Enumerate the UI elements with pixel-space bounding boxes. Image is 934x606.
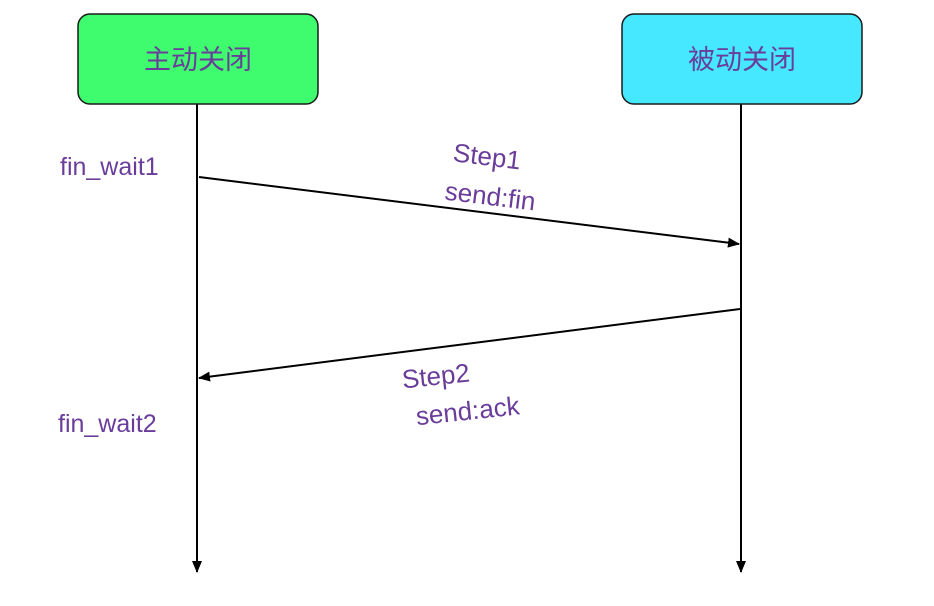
step2-action: send:ack <box>414 390 522 431</box>
step2-arrow <box>198 308 741 382</box>
active-close-label: 主动关闭 <box>144 45 252 76</box>
step1-label-group: Step1 send:fin <box>443 137 537 217</box>
passive-close-box <box>621 13 863 105</box>
state-fin-wait1: fin_wait1 <box>60 153 159 181</box>
passive-close-label: 被动关闭 <box>688 45 796 76</box>
step2-title: Step2 <box>400 357 471 394</box>
active-close-actor: 主动关闭 <box>77 13 319 105</box>
step1-arrow <box>198 176 740 248</box>
step1-action: send:fin <box>443 176 537 217</box>
passive-close-actor: 被动关闭 <box>621 13 863 105</box>
step2-label-group: Step2 send:ack <box>400 357 522 431</box>
active-close-box <box>77 13 319 105</box>
state-fin-wait2: fin_wait2 <box>58 410 157 438</box>
step1-title: Step1 <box>452 137 523 175</box>
